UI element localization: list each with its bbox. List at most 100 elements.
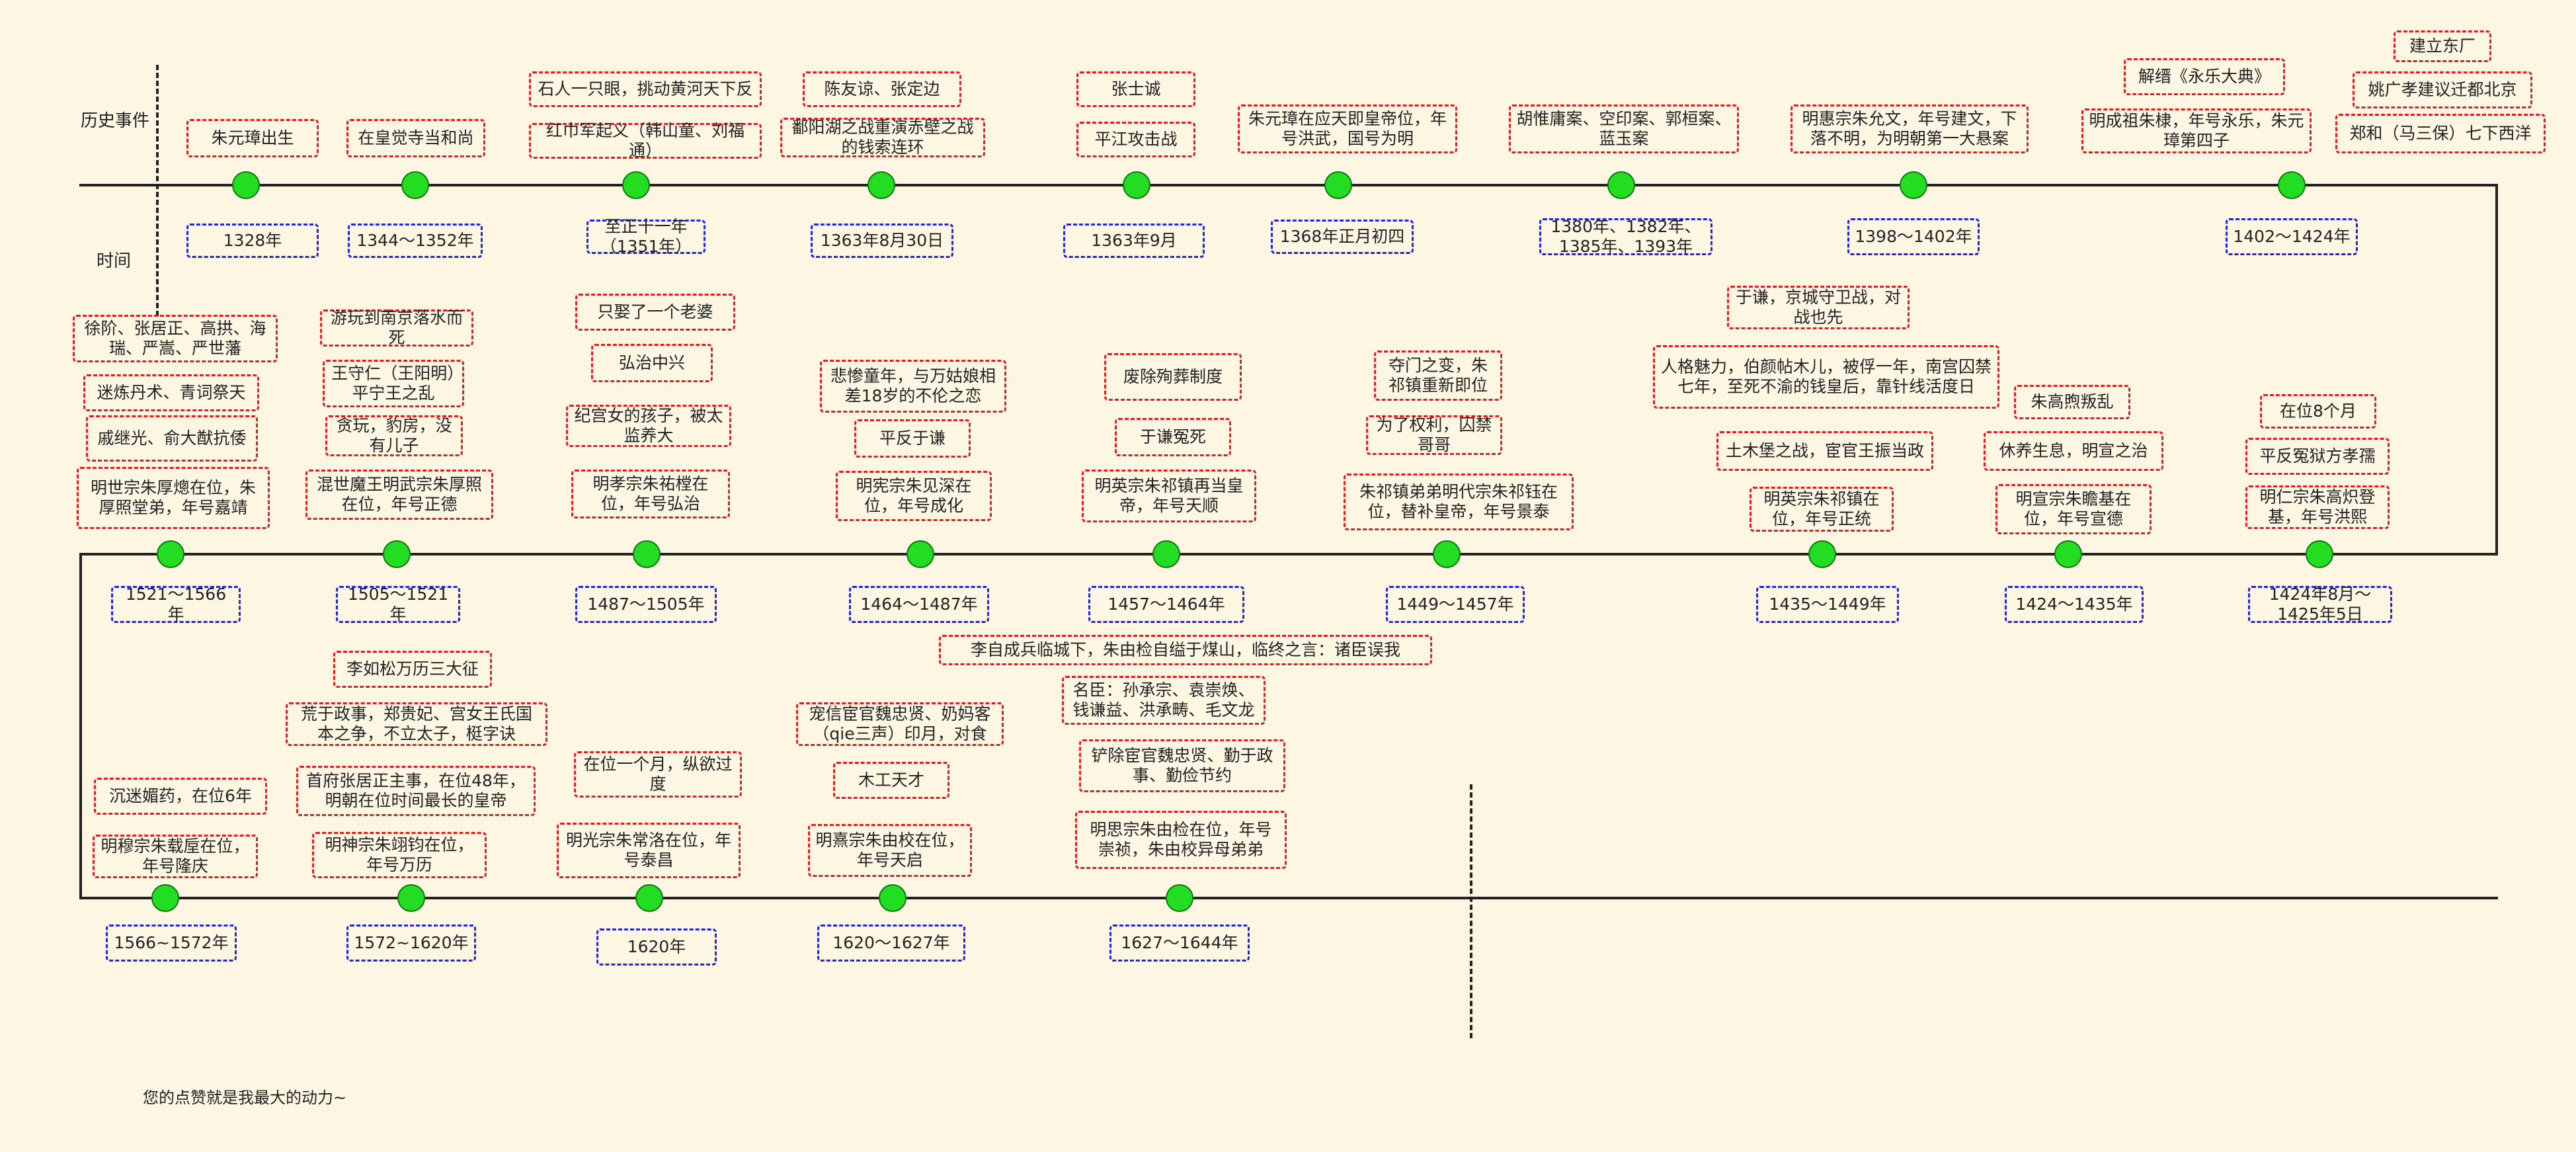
- time-label: 1464～1487年: [849, 586, 989, 623]
- time-label: 1449～1457年: [1386, 586, 1525, 623]
- timeline-node[interactable]: [232, 171, 260, 199]
- event-box: 平反于谦: [854, 419, 971, 458]
- timeline-node[interactable]: [1324, 171, 1352, 199]
- event-box: 弘治中兴: [591, 344, 713, 382]
- timeline-node[interactable]: [1900, 171, 1927, 199]
- event-box: 于谦，京城守卫战，对战也先: [1727, 286, 1910, 329]
- event-box: 徐阶、张居正、高拱、海瑞、严嵩、严世藩: [73, 315, 278, 362]
- event-box: 明仁宗朱高炽登基，年号洪熙: [2245, 485, 2390, 529]
- time-label: 1402～1424年: [2226, 218, 2358, 255]
- event-box: 明神宗朱翊钧在位，年号万历: [312, 832, 487, 878]
- timeline-node[interactable]: [1152, 540, 1180, 568]
- time-label: 1368年正月初四: [1271, 220, 1414, 254]
- time-label: 1487～1505年: [575, 586, 717, 623]
- divider-dashed-bottom: [1470, 784, 1472, 1038]
- time-label: 1424～1435年: [2005, 586, 2144, 623]
- event-box: 平江攻击战: [1076, 122, 1195, 157]
- event-box: 只娶了一个老婆: [575, 294, 735, 331]
- timeline-node[interactable]: [867, 171, 895, 199]
- event-box: 明孝宗朱祐樘在位，年号弘治: [571, 470, 730, 518]
- event-box: 鄱阳湖之战重演赤壁之战的钱索连环: [780, 118, 985, 157]
- timeline-node[interactable]: [1433, 540, 1461, 568]
- time-label: 1620年: [596, 928, 717, 966]
- event-box: 沉迷媚药，在位6年: [94, 778, 267, 815]
- time-label: 1380年、1382年、1385年、1393年: [1539, 217, 1712, 256]
- time-label: 1363年9月: [1063, 224, 1205, 258]
- event-box: 郑和（马三保）七下西洋: [2335, 114, 2546, 153]
- timeline-node[interactable]: [635, 884, 663, 912]
- timeline-node[interactable]: [1166, 884, 1193, 912]
- time-label: 1457～1464年: [1088, 586, 1244, 623]
- timeline-node[interactable]: [1123, 171, 1150, 199]
- timeline-node[interactable]: [1607, 171, 1635, 199]
- event-box: 人格魅力，伯颜帖木儿，被俘一年，南宫囚禁七年，至死不渝的钱皇后，靠针线活度日: [1653, 345, 1999, 409]
- time-label: 1344～1352年: [348, 224, 483, 258]
- timeline-connector-left: [79, 553, 82, 899]
- timeline-node[interactable]: [383, 540, 411, 568]
- timeline-node[interactable]: [2054, 540, 2082, 568]
- event-box: 朱元璋在应天即皇帝位，年号洪武，国号为明: [1238, 104, 1457, 153]
- event-box: 首府张居正主事，在位48年，明朝在位时间最长的皇帝: [296, 766, 536, 816]
- timeline-node[interactable]: [1808, 540, 1836, 568]
- event-box: 游玩到南京落水而死: [320, 308, 473, 347]
- event-box: 废除殉葬制度: [1104, 353, 1242, 401]
- timeline-node[interactable]: [622, 171, 650, 199]
- event-box: 明惠宗朱允文，年号建文，下落不明，为明朝第一大悬案: [1791, 104, 2029, 153]
- event-box: 为了权利，囚禁哥哥: [1366, 415, 1502, 455]
- timeline-node[interactable]: [2306, 540, 2333, 568]
- timeline-row3-line: [79, 897, 2498, 899]
- event-box: 石人一只眼，挑动黄河天下反: [529, 71, 762, 107]
- event-box: 红巾军起义（韩山童、刘福通）: [529, 121, 762, 160]
- event-box: 张士诚: [1076, 71, 1195, 107]
- time-label: 1620～1627年: [817, 925, 965, 962]
- event-box: 明光宗朱常洛在位，年号泰昌: [557, 823, 741, 878]
- event-box: 姚广孝建议迁都北京: [2353, 71, 2532, 108]
- event-box: 明穆宗朱载垕在位，年号隆庆: [93, 835, 258, 878]
- timeline-node[interactable]: [401, 171, 429, 199]
- timeline-row2-line: [79, 553, 2498, 555]
- event-box: 平反冤狱方孝孺: [2245, 438, 2390, 475]
- timeline-node[interactable]: [633, 540, 661, 568]
- time-axis-label: 时间: [97, 251, 132, 271]
- event-box: 明宣宗朱瞻基在位，年号宣德: [1995, 484, 2152, 534]
- event-box: 李如松万历三大征: [333, 651, 492, 688]
- event-box: 在位8个月: [2260, 394, 2376, 429]
- divider-dashed-left: [156, 65, 159, 316]
- timeline-node[interactable]: [397, 884, 425, 912]
- timeline-node[interactable]: [151, 884, 179, 912]
- event-box: 在位一个月，纵欲过度: [574, 751, 742, 798]
- event-box: 朱高煦叛乱: [2014, 385, 2130, 419]
- event-box: 李自成兵临城下，朱由检自缢于煤山，临终之言：诸臣误我: [939, 635, 1432, 665]
- event-box: 解缙《永乐大典》: [2124, 58, 2285, 95]
- event-box: 宠信宦官魏忠贤、奶妈客（qie三声）印月，对食: [796, 702, 1004, 746]
- event-box: 于谦冤死: [1115, 418, 1231, 456]
- event-box: 在皇觉寺当和尚: [346, 119, 485, 157]
- timeline-node[interactable]: [879, 884, 906, 912]
- event-box: 休养生息，明宣之治: [1984, 431, 2163, 471]
- time-label: 1521～1566年: [111, 585, 241, 624]
- event-box: 纪宫女的孩子，被太监养大: [566, 405, 731, 447]
- time-label: 至正十一年（1351年）: [586, 217, 705, 256]
- time-label: 1424年8月～1425年5日: [2248, 585, 2392, 624]
- time-label: 1505～1521年: [336, 585, 460, 624]
- event-box: 明熹宗朱由校在位，年号天启: [808, 824, 972, 877]
- event-box: 铲除宦官魏忠贤、勤于政事、勤俭节约: [1079, 739, 1285, 792]
- timeline-node[interactable]: [157, 540, 184, 568]
- event-box: 明英宗朱祁镇在位，年号正统: [1750, 487, 1894, 532]
- time-label: 1627～1644年: [1109, 925, 1250, 962]
- time-label: 1435～1449年: [1756, 586, 1899, 623]
- timeline-node[interactable]: [2278, 171, 2306, 199]
- timeline-row1-line: [79, 184, 2498, 186]
- timeline-node[interactable]: [906, 540, 934, 568]
- event-box: 名臣：孙承宗、袁崇焕、钱谦益、洪承畴、毛文龙: [1062, 676, 1266, 725]
- event-box: 王守仁（王阳明）平宁王之乱: [323, 360, 464, 407]
- event-box: 明英宗朱祁镇再当皇帝，年号天顺: [1082, 470, 1256, 522]
- event-box: 荒于政事，郑贵妃、宫女王氏国本之争，不立太子，梃字诀: [286, 702, 547, 746]
- event-box: 木工天才: [833, 762, 949, 799]
- time-label: 1398～1402年: [1847, 218, 1980, 255]
- event-box: 迷炼丹术、青词祭天: [83, 374, 259, 411]
- event-axis-label: 历史事件: [81, 111, 150, 131]
- time-label: 1363年8月30日: [811, 224, 953, 258]
- event-box: 明宪宗朱见深在位，年号成化: [836, 471, 992, 521]
